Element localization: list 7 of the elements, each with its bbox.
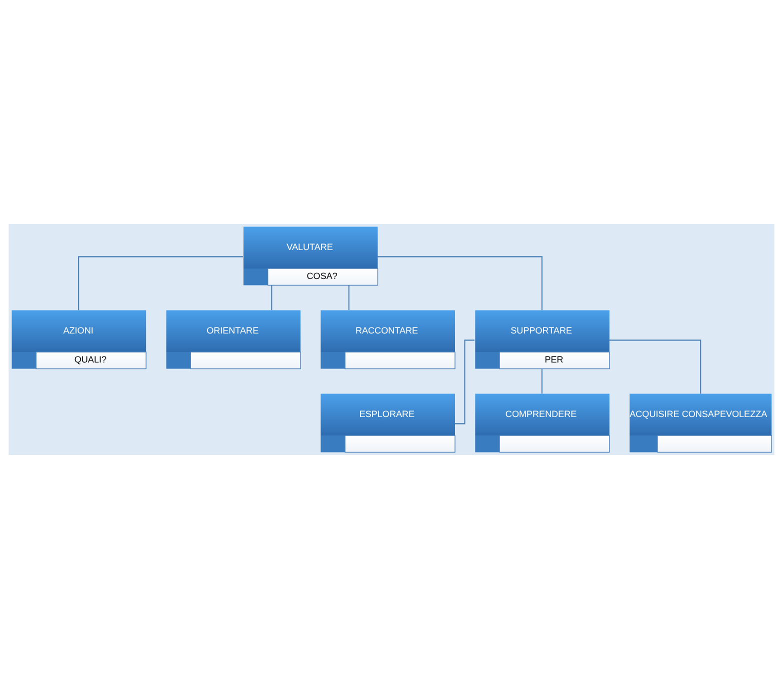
connector (541, 368, 542, 394)
connector (378, 256, 542, 310)
connector (348, 285, 350, 310)
connector (454, 340, 475, 424)
connector (609, 340, 702, 394)
connector (271, 285, 272, 310)
connector (78, 256, 243, 310)
